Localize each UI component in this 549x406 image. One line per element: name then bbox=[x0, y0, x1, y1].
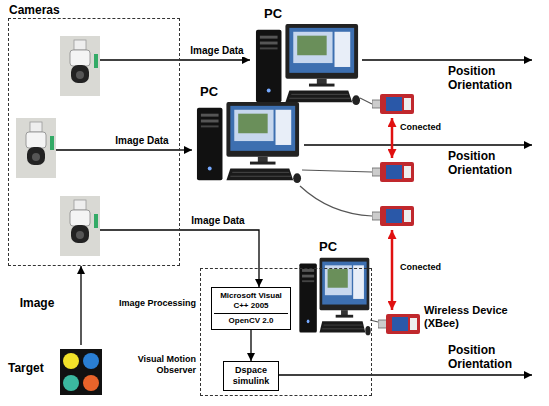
usb-cable bbox=[302, 170, 372, 172]
edge-label: Image Data bbox=[184, 215, 252, 227]
simulink-box: Dspace simulink bbox=[223, 361, 279, 391]
link-label: Conected bbox=[400, 262, 460, 273]
computer-picture bbox=[299, 258, 370, 335]
output-label: Position Orientation bbox=[448, 343, 540, 371]
pc-heading: PC bbox=[200, 84, 218, 99]
wireless-link-arrow bbox=[391, 230, 394, 310]
data-flow-arrow bbox=[180, 230, 259, 287]
edge-label: Image bbox=[14, 296, 60, 310]
output-arrow bbox=[304, 144, 532, 145]
simulink-name: Dspace simulink bbox=[226, 365, 276, 387]
target-label: Target bbox=[8, 361, 44, 375]
pc-unit: PC bbox=[192, 84, 304, 192]
target-unit: Target bbox=[6, 345, 106, 397]
usb-cable bbox=[360, 98, 372, 104]
output-label: Position Orientation bbox=[448, 149, 540, 177]
pc-processing-box: PCMicrosoft Visual C++ 2005OpenCV 2.0Dsp… bbox=[200, 268, 372, 396]
image-line bbox=[100, 59, 180, 60]
stage-label: Image Processing bbox=[110, 298, 196, 309]
output-label: Position Orientation bbox=[448, 64, 540, 92]
camera-photo bbox=[16, 118, 56, 178]
software-box: Microsoft Visual C++ 2005OpenCV 2.0 bbox=[211, 287, 291, 330]
link-label: Conected bbox=[400, 122, 460, 133]
device-label: Wireless Device (XBee) bbox=[424, 304, 536, 330]
usb-cable bbox=[300, 186, 372, 216]
group-heading: Cameras bbox=[9, 3, 60, 17]
stage-label: Visual Motion Observer bbox=[110, 354, 196, 376]
pc-unit: PC bbox=[250, 6, 365, 112]
target-picture bbox=[60, 349, 102, 395]
camera-photo bbox=[60, 196, 100, 256]
wireless-link-arrow bbox=[391, 118, 394, 158]
xbee-picture bbox=[372, 206, 414, 226]
output-arrow bbox=[279, 374, 532, 375]
computer-picture bbox=[256, 24, 360, 105]
computer-picture bbox=[197, 102, 301, 183]
edge-label: Image Data bbox=[108, 135, 176, 147]
xbee-picture bbox=[372, 94, 414, 114]
data-flow-arrow bbox=[180, 59, 250, 60]
image-line bbox=[100, 229, 180, 230]
pc-heading: PC bbox=[319, 239, 337, 254]
camera-photo bbox=[60, 36, 100, 96]
edge-label: Image Data bbox=[186, 45, 248, 57]
library-name: OpenCV 2.0 bbox=[214, 313, 288, 326]
xbee-picture bbox=[378, 314, 420, 334]
pc-heading: PC bbox=[264, 6, 282, 21]
output-arrow bbox=[362, 59, 532, 60]
image-line bbox=[56, 149, 180, 150]
data-flow-arrow bbox=[250, 330, 251, 361]
software-name: Microsoft Visual C++ 2005 bbox=[214, 291, 288, 311]
xbee-picture bbox=[372, 162, 414, 182]
data-flow-arrow bbox=[80, 266, 81, 345]
data-flow-arrow bbox=[180, 149, 192, 150]
